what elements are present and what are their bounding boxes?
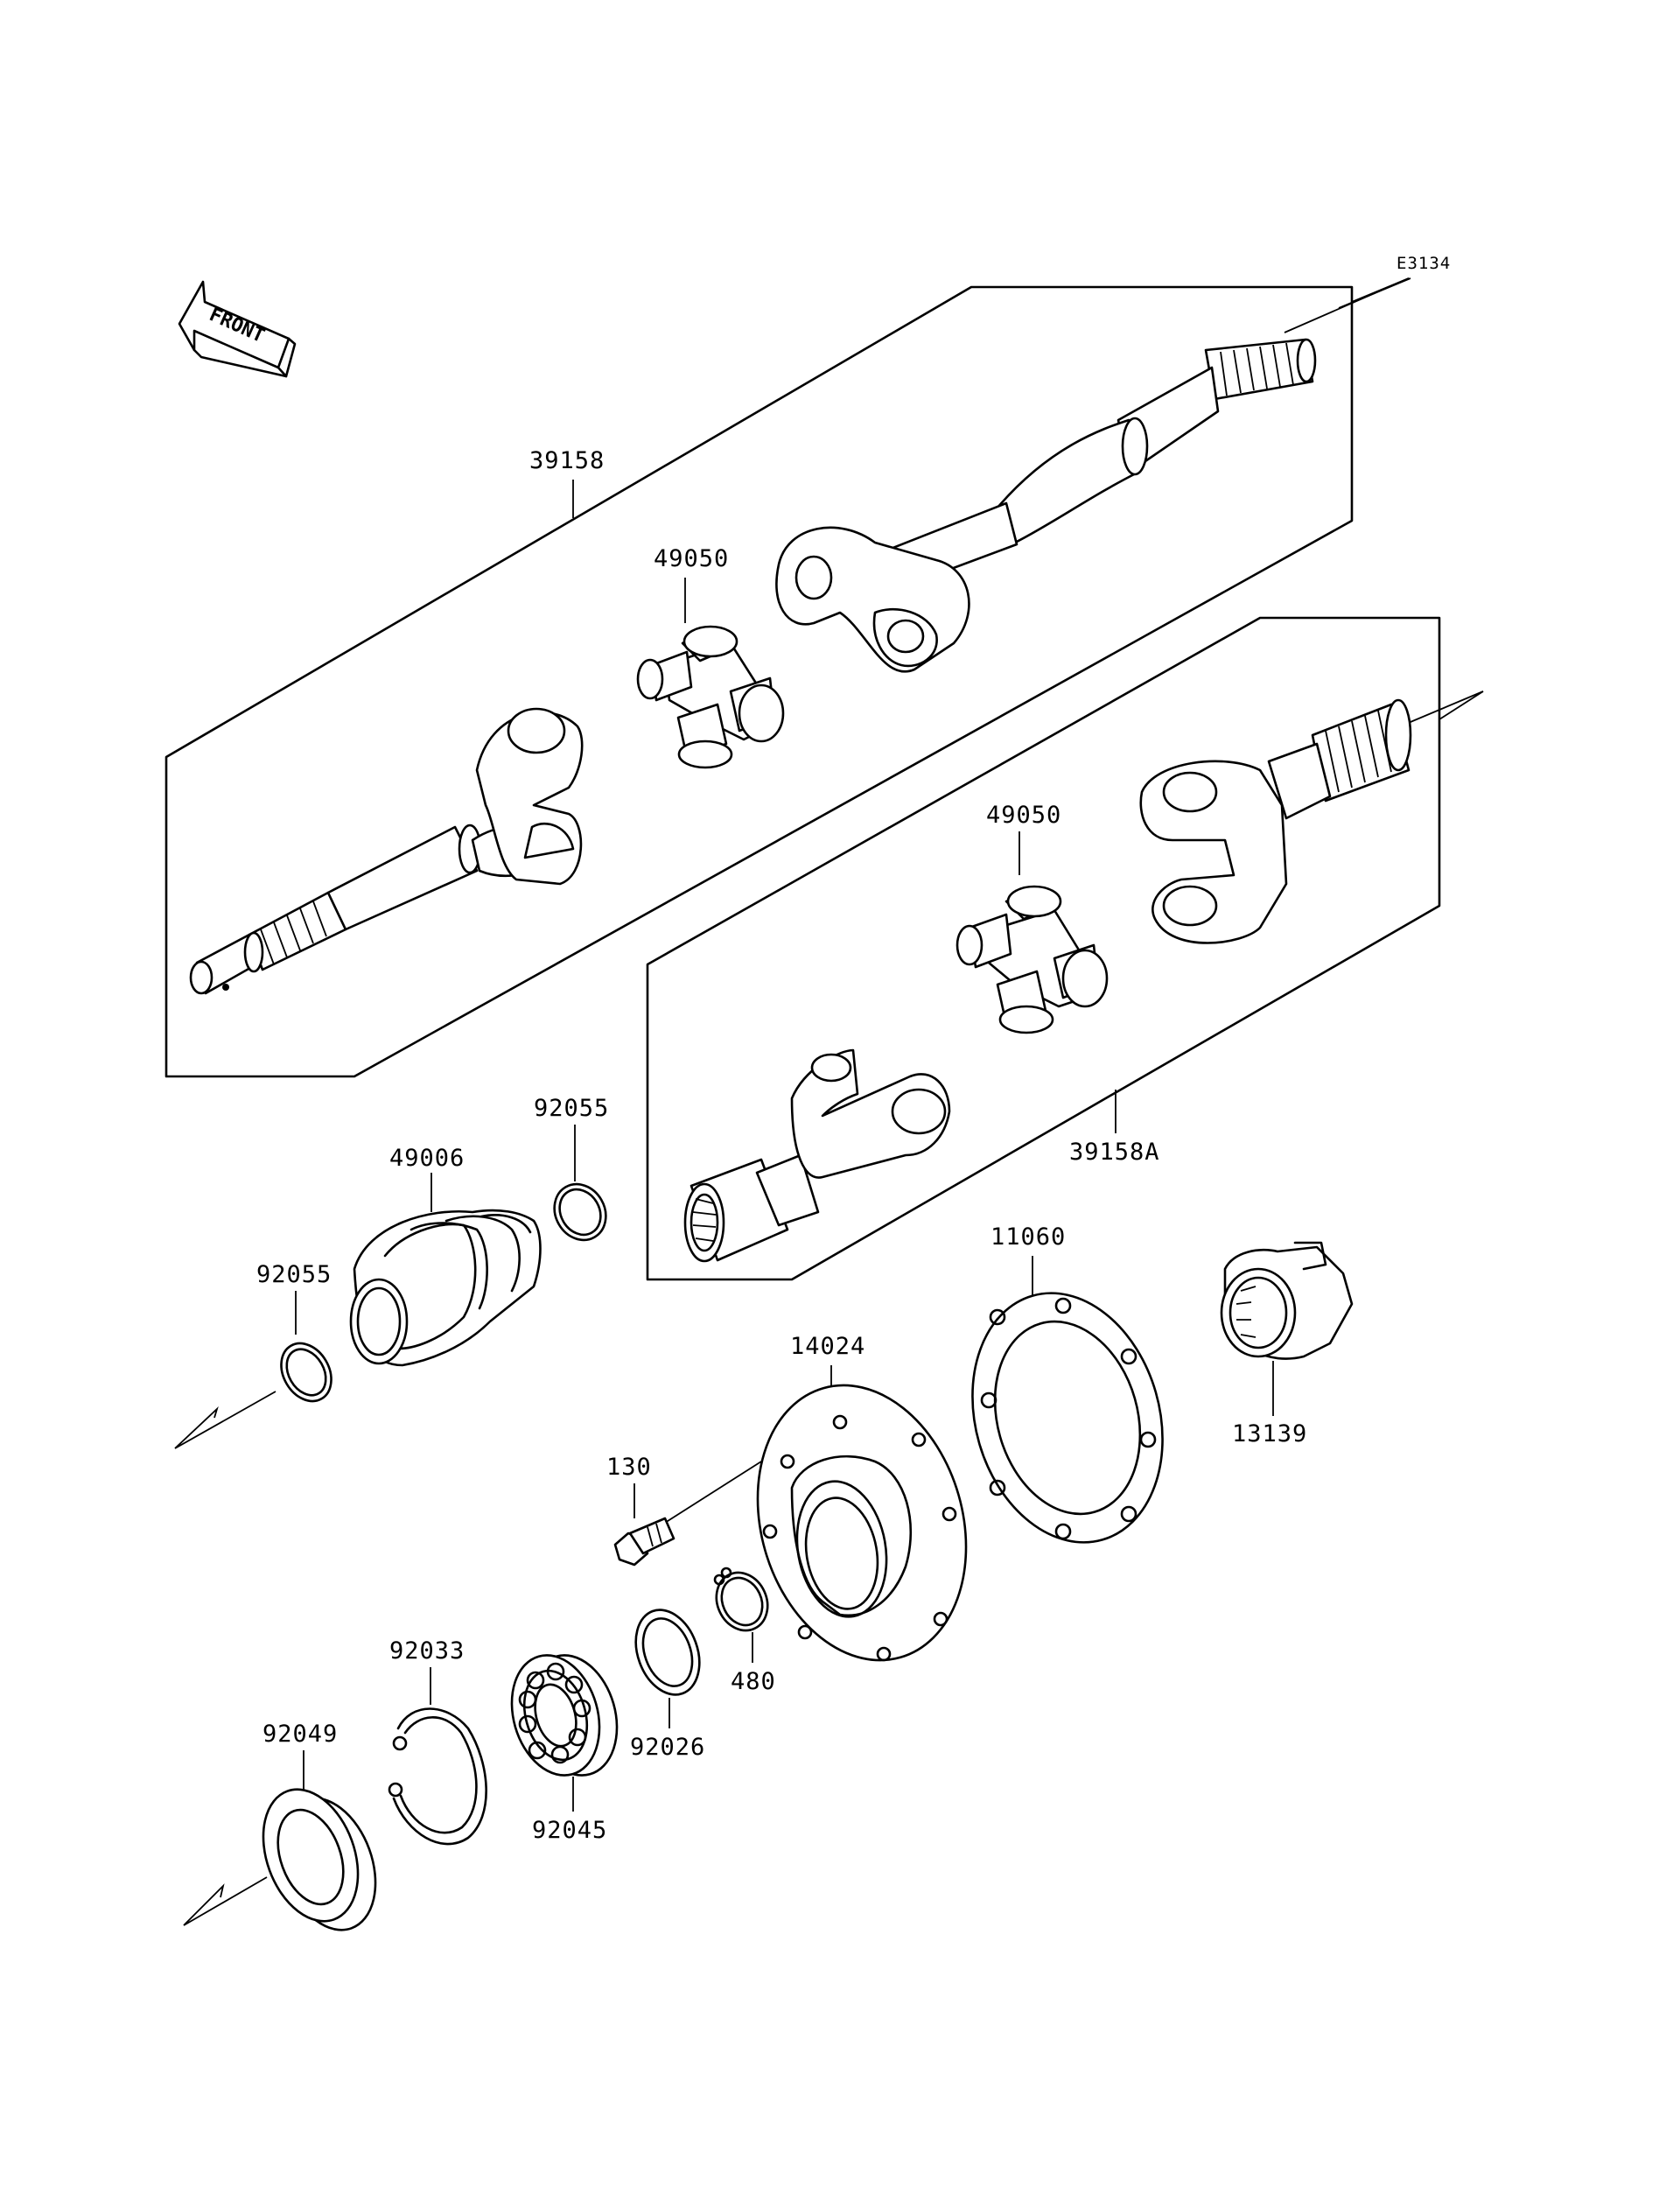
drive-shaft-upper-right xyxy=(775,338,1317,673)
part-number-49050-lower: 49050 xyxy=(986,802,1062,829)
drive-shaft-lower-right xyxy=(1139,698,1412,944)
bearing-92045 xyxy=(510,1654,619,1812)
shaft-39158-frame xyxy=(164,277,1411,1078)
boot-49006 xyxy=(349,1173,542,1367)
front-arrow-icon: FRONT xyxy=(178,280,297,378)
part-number-480: 480 xyxy=(731,1668,776,1695)
flange-housing-14024 xyxy=(756,1365,968,1662)
coupling-13139 xyxy=(1220,1241,1354,1416)
part-number-14024: 14024 xyxy=(790,1333,866,1360)
circlip-480 xyxy=(713,1567,769,1663)
part-number-92055-upper: 92055 xyxy=(534,1095,610,1122)
drive-shaft-upper-left xyxy=(189,707,584,995)
universal-joint-49050-upper xyxy=(636,578,785,769)
part-number-39158A: 39158A xyxy=(1069,1139,1160,1166)
part-number-92026: 92026 xyxy=(630,1734,706,1761)
snap-ring-92055-lower xyxy=(174,1291,332,1449)
part-number-49050-upper: 49050 xyxy=(654,545,730,572)
washer-92026 xyxy=(634,1609,701,1728)
part-number-49006: 49006 xyxy=(389,1145,466,1172)
bolt-130 xyxy=(613,1461,762,1567)
part-number-130: 130 xyxy=(606,1454,652,1481)
universal-joint-49050-lower xyxy=(956,831,1109,1034)
circlip-92033 xyxy=(388,1667,487,1846)
part-number-92049: 92049 xyxy=(262,1721,339,1748)
part-number-92045: 92045 xyxy=(532,1817,608,1844)
drawing-code: E3134 xyxy=(1396,254,1452,273)
part-number-11060: 11060 xyxy=(990,1223,1067,1251)
part-number-92033: 92033 xyxy=(389,1637,466,1665)
snap-ring-92055-upper xyxy=(553,1125,607,1242)
part-number-92055-lower: 92055 xyxy=(256,1261,332,1288)
part-number-13139: 13139 xyxy=(1232,1420,1308,1447)
drive-shaft-lower-left xyxy=(683,1048,951,1263)
shaft-39158A-frame xyxy=(646,616,1484,1281)
gasket-11060 xyxy=(971,1256,1164,1544)
oil-seal-92049 xyxy=(183,1750,377,1931)
part-number-39158: 39158 xyxy=(529,447,606,474)
